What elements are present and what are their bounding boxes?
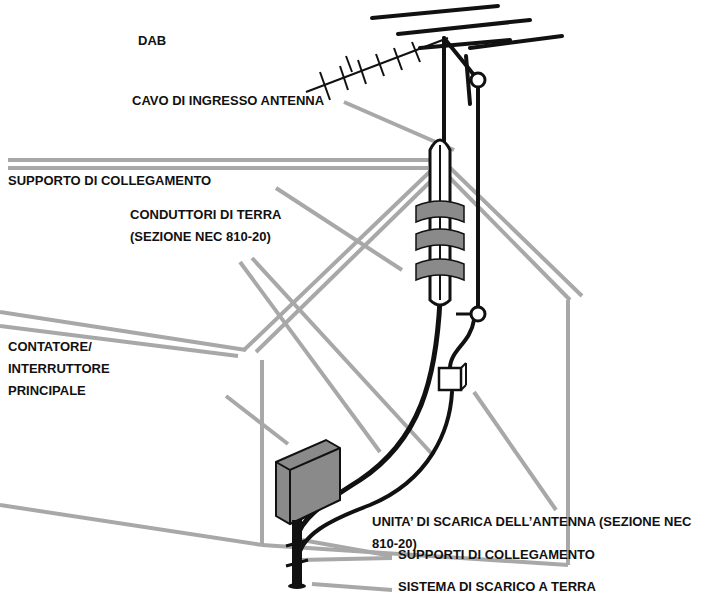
callout-label: DAB <box>138 30 198 52</box>
callout-label: SUPPORTI DI COLLEGAMENTO <box>398 544 698 566</box>
callout-label: SUPPORTO DI COLLEGAMENTO <box>8 170 288 192</box>
callout-label: SISTEMA DI SCARICO A TERRA <box>398 576 698 598</box>
callout-label: CAVO DI INGRESSO ANTENNA <box>132 90 342 112</box>
callout-label: CONDUTTORI DI TERRA (SEZIONE NEC 810-20) <box>130 204 290 248</box>
callout-label: CONTATORE/ INTERRUTTORE PRINCIPALE <box>8 336 158 402</box>
